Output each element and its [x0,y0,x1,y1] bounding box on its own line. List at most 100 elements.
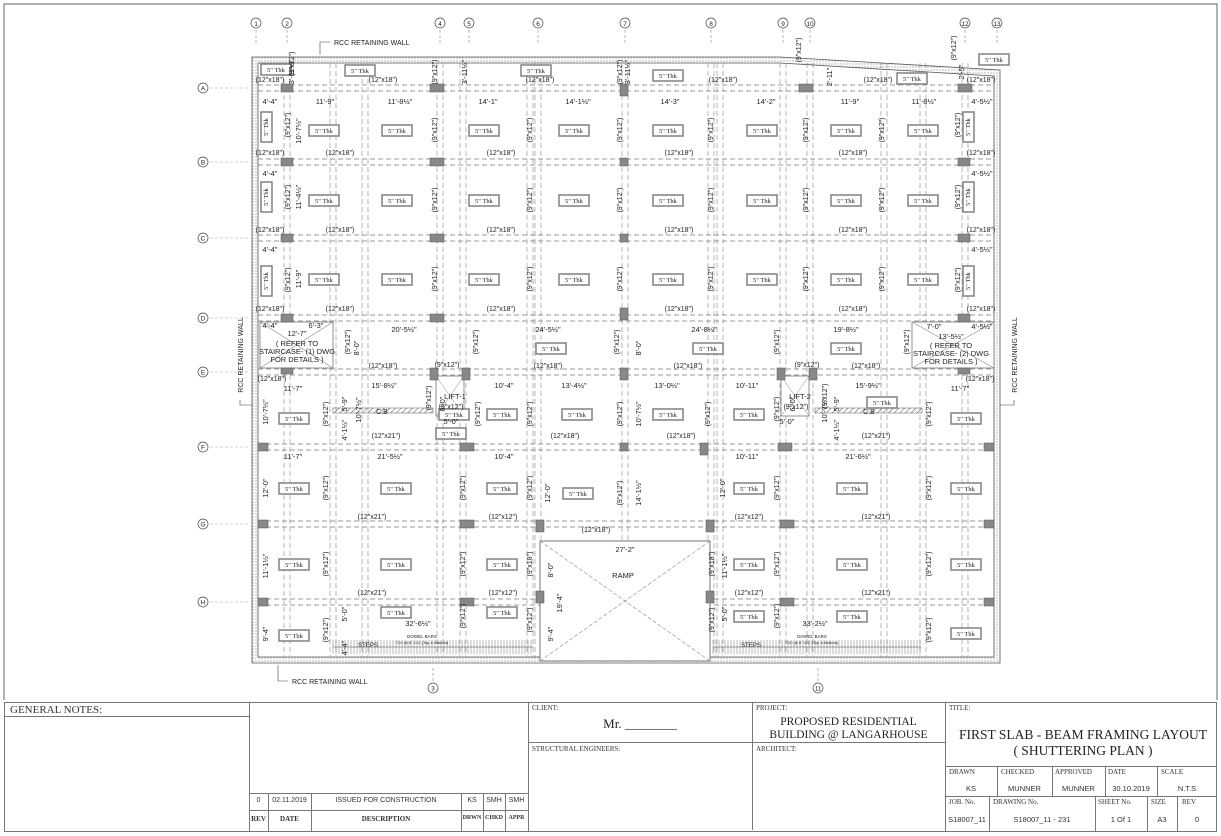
architect-label: ARCHITECT: [756,745,797,753]
grid-bubble-13 [991,17,1003,29]
beam-size-label: (9"x12") [774,397,781,422]
revision-header-description: DESCRIPTION [361,815,411,823]
beam-size-label: (9"x12") [323,402,330,427]
dimension-label: 14'-1" [478,97,497,106]
dimension-label: 3'-11½" [460,59,469,84]
dimension-label: 10'-7½" [261,399,270,425]
dimension-label: 11'-7" [951,384,970,393]
beam-size-label: (9"x12") [617,118,624,143]
beam-size-label: (12"x18") [839,150,868,157]
column [705,519,715,533]
label: 5" Thk [740,412,759,419]
beam-size-label: (9"x12") [323,618,330,643]
grid-bubble-G [197,518,209,530]
dimension-label: 6'-3" [309,321,324,330]
dimension-label: 4'-1½" [832,419,841,441]
dimension-label: 11'-1½" [720,553,729,578]
label: 5" Thk [568,412,587,419]
dimension-label: 10'-4" [494,452,513,461]
label: 5" Thk [740,562,759,569]
beam-size-label: (9"x12") [527,118,534,143]
beam-size-label: (9"x12") [527,267,534,292]
slab-thickness-tag: 5" Thk [830,124,862,137]
grid-bubble-5 [463,17,475,29]
label: 5" Thk [285,486,304,493]
beam-size-label: (9"x12") [617,402,624,427]
beam-size-label: (12"x21") [862,433,891,440]
column [983,442,995,452]
dimension-label: 11'-8½" [912,97,937,106]
column [957,313,971,323]
slab-thickness-tag: 5" Thk [652,124,684,137]
label: 5" Thk [965,117,972,136]
beam-size-label: (9"x12") [796,38,803,63]
grid-label: 9 [781,21,785,28]
revision-header-approved: APPR [508,815,525,821]
grid-bubble-B [197,156,209,168]
lift-1-size: (9"x12") [439,404,464,411]
beam-size-label: (9"x12") [527,608,534,633]
label: 5" Thk [315,198,334,205]
slab-thickness-tag: 5" Thk [380,606,412,619]
dimension-label: 5'-0" [340,606,349,621]
label: 5" Thk [263,271,270,290]
slab-thickness-tag: 5" Thk [468,273,500,286]
column [459,597,475,607]
checked-label: CHECKED [1001,768,1035,776]
project-label: PROJECT: [756,704,788,712]
title-label: TITLE: [949,704,971,712]
beam-size-label: (12"x18") [551,433,580,440]
label: 5" Thk [285,416,304,423]
beam-size-label: (9"x12") [617,267,624,292]
staircase-2-note: STAIRCASE- (2) DWG [913,349,989,358]
grid-label: 10 [806,21,814,28]
column [808,367,818,381]
label: 5" Thk [753,128,772,135]
slab-thickness-tag: 5" Thk [962,111,975,143]
column [429,367,439,381]
dimension-label: 9'-4" [261,626,270,641]
column [535,519,545,533]
drawn-label: DRAWN [949,768,975,776]
slab-thickness-tag: 5" Thk [260,265,273,297]
label: 5" Thk [263,117,270,136]
column [619,157,629,167]
grid-label: B [201,160,205,167]
slab-thickness-tag: 5" Thk [733,408,765,421]
label: 5" Thk [740,614,759,621]
beam-size-label: (9"x12") [527,476,534,501]
beam-size-label: (9"x12") [926,476,933,501]
label: 5" Thk [267,67,286,74]
beam-size-label: (9"x12") [879,188,886,213]
beam-size-label: (12"x18") [487,227,516,234]
label: 5" Thk [699,346,718,353]
beam-size-label: (12"x18") [667,433,696,440]
beam-size-label: (9"x12") [475,402,482,427]
column [957,157,971,167]
beam-size-label: (9"x12") [709,608,716,633]
dimension-label: 12'-7" [287,329,306,338]
client-label: CLIENT: [532,704,559,712]
grid-bubble-8 [705,17,717,29]
slab-thickness-tag: 5" Thk [486,606,518,619]
drawing-no-label: DRAWING No. [993,798,1039,806]
beam-size-label: (12"x12") [735,590,764,597]
dimension-label: 11'-7" [284,452,303,461]
client-value: Mr. ________ [603,716,677,731]
label: 5" Thk [388,198,407,205]
label: 5" Thk [442,431,461,438]
grid-bubble-2 [281,17,293,29]
dimension-label: 10'-7½" [354,397,363,423]
grid-bubble-6 [532,17,544,29]
dimension-label: 24'-5½" [535,325,561,334]
label: 5" Thk [659,128,678,135]
label: 5" Thk [542,346,561,353]
column [280,83,294,93]
label: 5" Thk [965,187,972,206]
dimension-label: 10'-11" [736,452,759,461]
beam-size-label: (12"x18") [582,527,611,534]
project-line-2: BUILDING @ LANGARHOUSE [769,729,928,741]
drawn-value: KS [965,784,976,793]
